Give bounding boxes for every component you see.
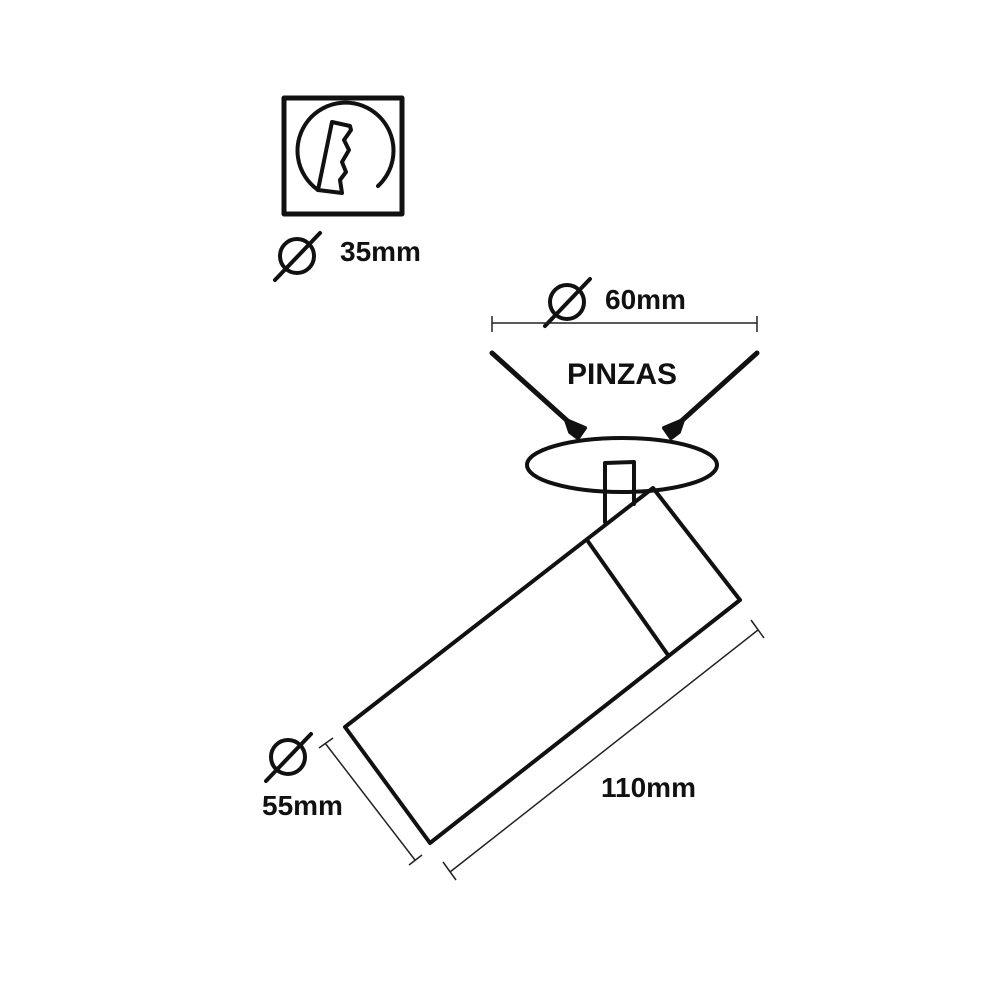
- clip-arrow-right: [662, 350, 760, 440]
- diameter-symbol-35: [273, 231, 322, 282]
- dimension-line-55: [318, 737, 423, 866]
- stem: [603, 460, 636, 524]
- diameter-symbol-55: [264, 732, 313, 783]
- body-length-label: 110mm: [601, 772, 696, 803]
- mounting-ring: [525, 436, 719, 494]
- ring-diameter-label: 60mm: [605, 284, 686, 315]
- body-diameter-label: 55mm: [262, 790, 343, 821]
- clip-arrow-left: [489, 350, 587, 440]
- dimension-line-110: [442, 619, 765, 881]
- clips-label: PINZAS: [567, 358, 678, 391]
- cylinder-joint: [585, 538, 670, 657]
- cylinder-body: [343, 486, 742, 845]
- dimension-line-60: [491, 316, 758, 332]
- diameter-symbol-60: [543, 277, 592, 328]
- hole-diameter-label: 35mm: [340, 236, 421, 267]
- cutout-drill-icon: [281, 95, 405, 217]
